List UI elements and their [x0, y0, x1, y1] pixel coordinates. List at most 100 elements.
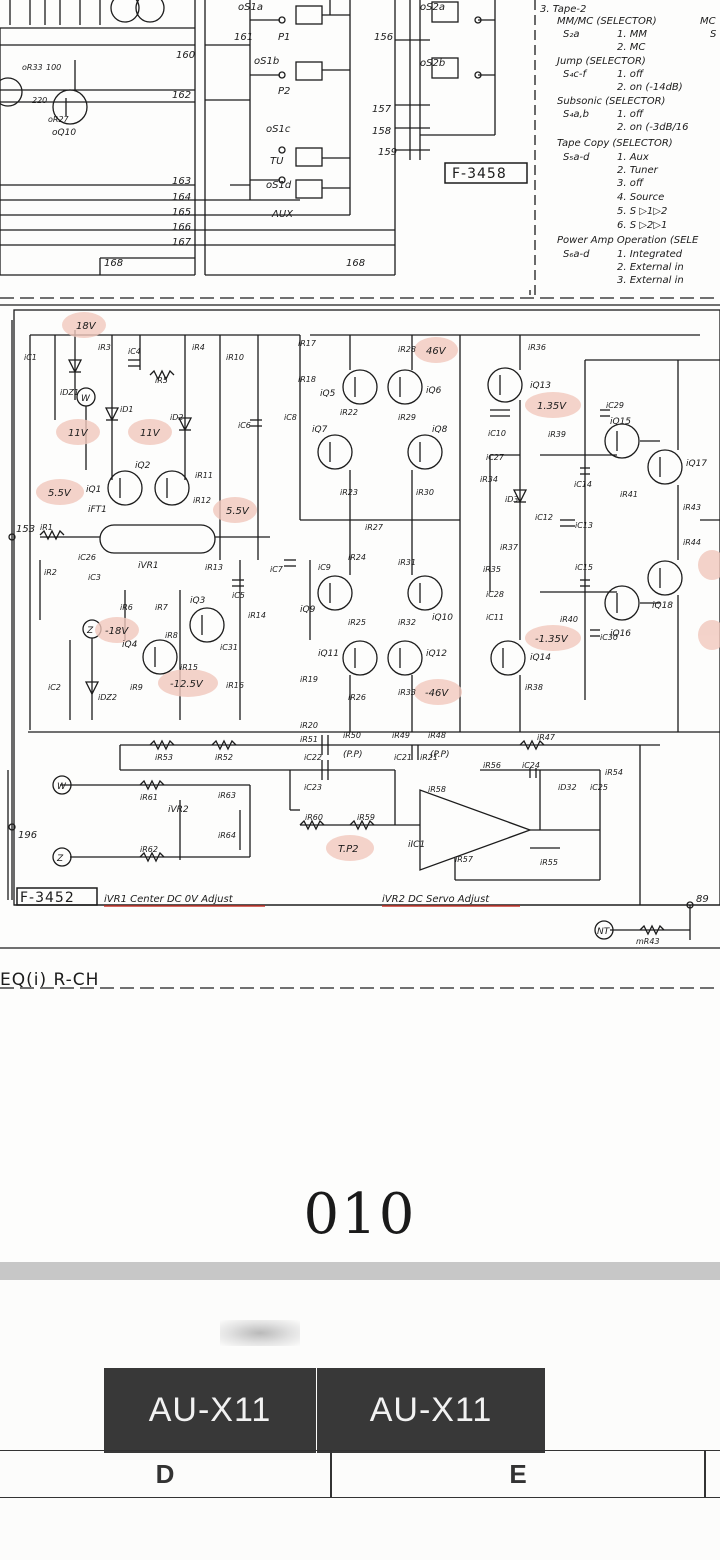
- node: 168: [104, 258, 123, 269]
- resistor-label: iR16: [226, 681, 244, 690]
- page-number: 010: [303, 1182, 417, 1247]
- column-header-row: D E: [0, 1450, 720, 1498]
- resistor-label: iR13: [205, 563, 223, 572]
- node: 196: [18, 830, 37, 841]
- resistor-label: iR10: [226, 353, 244, 362]
- resistor-label: iR56: [483, 761, 501, 770]
- w-port: W: [81, 394, 91, 404]
- node: 164: [172, 192, 191, 203]
- node: 165: [172, 207, 191, 218]
- resistor-label: oR27: [48, 115, 70, 124]
- node: 161: [234, 32, 253, 43]
- transistor-label: iQ18: [652, 601, 673, 611]
- resistor-label: iR5: [155, 376, 168, 385]
- capacitor-label: iC6: [238, 421, 251, 430]
- vr2-note: iVR2 DC Servo Adjust: [382, 894, 490, 905]
- transistor-label: iQ12: [426, 649, 447, 659]
- legend-line: 1. MM: [617, 29, 647, 40]
- capacitor-label: iC4: [128, 347, 141, 356]
- resistor-label: iR40: [560, 615, 578, 624]
- diode-label: iD1: [120, 405, 133, 414]
- resistor-label: iR55: [540, 858, 558, 867]
- capacitor-label: iC31: [220, 643, 238, 652]
- legend-line: 4. Source: [617, 192, 664, 203]
- resistor-label: iR64: [218, 831, 236, 840]
- switch-label: oS1d: [266, 180, 292, 191]
- voltage-label: -46V: [425, 688, 449, 699]
- pp-label: (P.P): [343, 750, 363, 760]
- resistor-label: iR32: [398, 618, 416, 627]
- capacitor-label: iC25: [590, 783, 608, 792]
- resistor-label: iR63: [218, 791, 236, 800]
- transistor-label: iQ6: [426, 386, 442, 396]
- node: 166: [172, 222, 191, 233]
- legend-line: 2. External in: [617, 262, 684, 273]
- voltage-label: -18V: [105, 626, 129, 637]
- w-port: W: [57, 782, 67, 792]
- diode-label: iD32: [558, 783, 577, 792]
- resistor-label: iR12: [193, 496, 211, 505]
- legend-sym: S₆a-d: [563, 249, 590, 260]
- capacitor-label: iC5: [232, 591, 245, 600]
- transistor-label: oQ10: [52, 128, 76, 138]
- transistor-label: iQ7: [312, 425, 328, 435]
- resistor-label: iR8: [165, 631, 178, 640]
- z-port: Z: [86, 626, 94, 636]
- resistor-label: iR14: [248, 611, 266, 620]
- resistor-label: iR38: [525, 683, 543, 692]
- pp-label: (P.P): [430, 750, 450, 760]
- diode-label: iDZ1: [60, 388, 79, 397]
- capacitor-label: iC2: [48, 683, 61, 692]
- node: 153: [16, 524, 35, 535]
- schematic-diagram: 3. Tape-2 MM/MC (SELECTOR) S₂a 1. MM 2. …: [0, 0, 720, 990]
- switch-pos: AUX: [271, 209, 294, 220]
- page-divider: [0, 1262, 720, 1280]
- voltage-label: 5.5V: [48, 488, 72, 499]
- diode-label: iD2: [170, 413, 183, 422]
- resistor-label: iR29: [398, 413, 416, 422]
- switch-label: oS2b: [420, 58, 445, 69]
- diode-label: iD3: [505, 495, 518, 504]
- column-label: E: [509, 1458, 527, 1489]
- section-label: EQ(i) R-CH: [0, 970, 99, 990]
- resistor-label: iR50: [343, 731, 361, 740]
- resistor-label: iR36: [528, 343, 546, 352]
- legend-line: 1. Aux: [617, 152, 649, 163]
- node: 168: [346, 258, 365, 269]
- resistor-label: iR62: [140, 845, 158, 854]
- transistor-label: iQ14: [530, 653, 551, 663]
- column-label: D: [155, 1458, 175, 1489]
- diode-label: iDZ2: [98, 693, 117, 702]
- resistor-label: iR34: [480, 475, 498, 484]
- legend-line: 5. S ▷1▷2: [617, 206, 667, 217]
- capacitor-label: iC21: [394, 753, 412, 762]
- resistor-label: iR51: [300, 735, 318, 744]
- resistor-label: iR27: [365, 523, 384, 532]
- switch-label: oS1a: [238, 2, 263, 13]
- node: 162: [172, 90, 191, 101]
- legend-sym: S₄a,b: [563, 109, 589, 120]
- resistor-label: iR47: [537, 733, 556, 742]
- resistor-label: mR43: [636, 937, 660, 946]
- resistor-value: 220: [32, 96, 47, 105]
- resistor-label: iR53: [155, 753, 173, 762]
- transistor-label: iQ5: [320, 389, 336, 399]
- resistor-label: iR48: [428, 731, 446, 740]
- legend-line: 3. off: [617, 178, 645, 189]
- capacitor-label: iC8: [284, 413, 297, 422]
- capacitor-label: iC27: [486, 453, 505, 462]
- resistor-label: iR43: [683, 503, 701, 512]
- legend-sym: S₂a: [563, 29, 579, 40]
- transistor-label: iQ10: [432, 613, 453, 623]
- transistor-label: iQ15: [610, 417, 631, 427]
- resistor-label: iR61: [140, 793, 158, 802]
- board-label-lower: F-3452: [20, 890, 75, 906]
- resistor-label: iR15: [180, 663, 198, 672]
- transistor-label: iQ16: [610, 629, 631, 639]
- resistor-label: iR59: [357, 813, 375, 822]
- resistor-label: iR37: [500, 543, 519, 552]
- capacitor-label: iC22: [304, 753, 322, 762]
- capacitor-label: iC10: [488, 429, 506, 438]
- legend-line: 3. Tape-2: [540, 4, 586, 15]
- legend-line: Power Amp Operation (SELE: [557, 235, 699, 246]
